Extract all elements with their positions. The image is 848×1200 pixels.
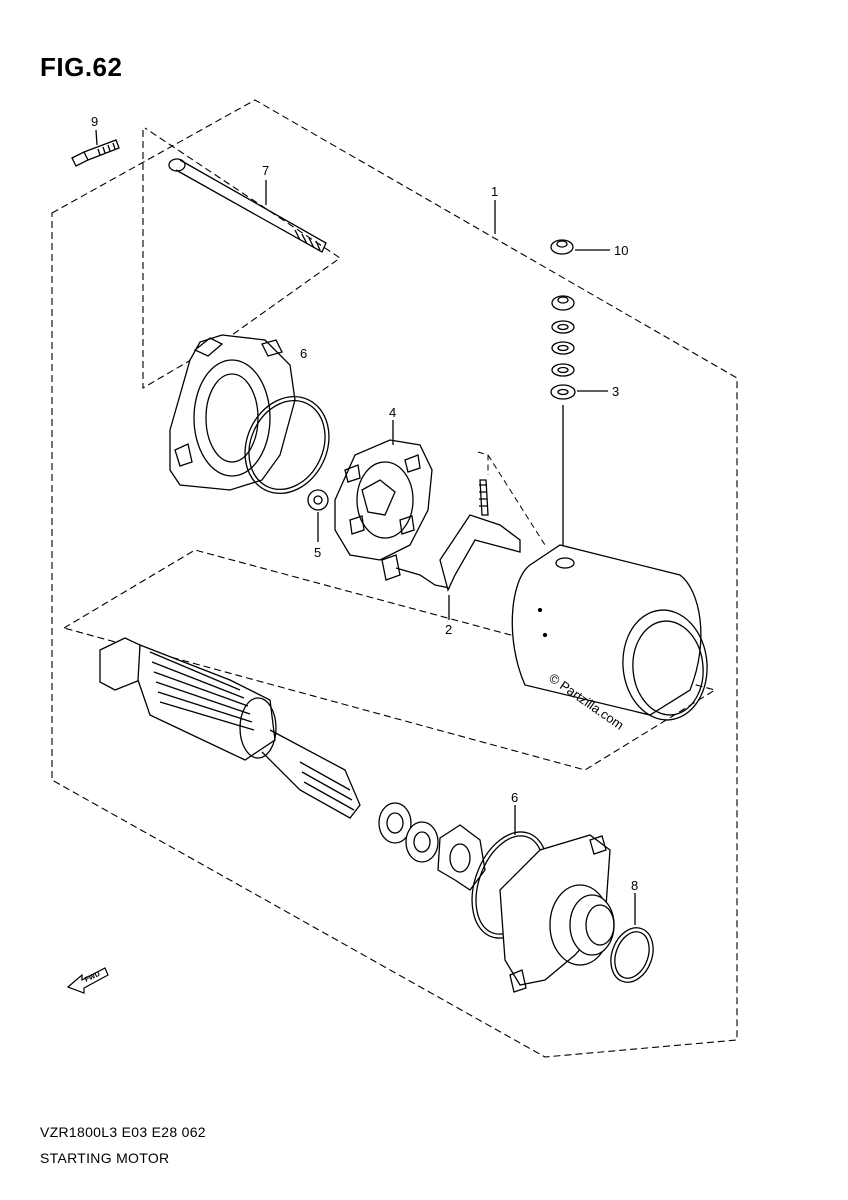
o-ring-upper [244,395,330,495]
thrust-washers [378,802,439,863]
yoke-leader [477,451,546,546]
section-name: STARTING MOTOR [40,1150,170,1166]
yoke-housing [511,544,708,721]
callout-9: 9 [91,114,98,129]
leader-9 [95,129,98,146]
figure-title: FIG.62 [40,52,123,82]
fwd-arrow-icon: FWD [66,967,109,994]
callout-5: 5 [314,545,321,560]
callout-7: 7 [262,163,269,178]
callout-1: 1 [491,184,498,199]
rear-cover [499,834,615,993]
lock-washer [437,824,486,891]
through-bolt-part-7 [168,158,327,253]
nut-part-10 [550,239,574,255]
callout-2: 2 [445,622,452,637]
brush-set-part-2 [381,479,521,592]
callout-4: 4 [389,405,396,420]
brush-plate-part-4 [334,439,433,561]
armature-boundary [62,549,717,771]
callout-3: 3 [612,384,619,399]
model-code: VZR1800L3 E03 E28 062 [40,1124,206,1140]
washer-stack-part-3 [550,295,576,400]
callout-6-upper: 6 [300,346,307,361]
o-ring-part-8 [610,927,654,983]
assembly-boundary [51,99,738,1058]
front-cover-part-6 [169,334,296,491]
callout-8: 8 [631,878,638,893]
callout-6-lower: 6 [511,790,518,805]
bearing-part-5 [307,489,329,511]
bolt-part-9 [71,139,120,167]
callout-10: 10 [614,243,628,258]
armature [99,637,361,819]
